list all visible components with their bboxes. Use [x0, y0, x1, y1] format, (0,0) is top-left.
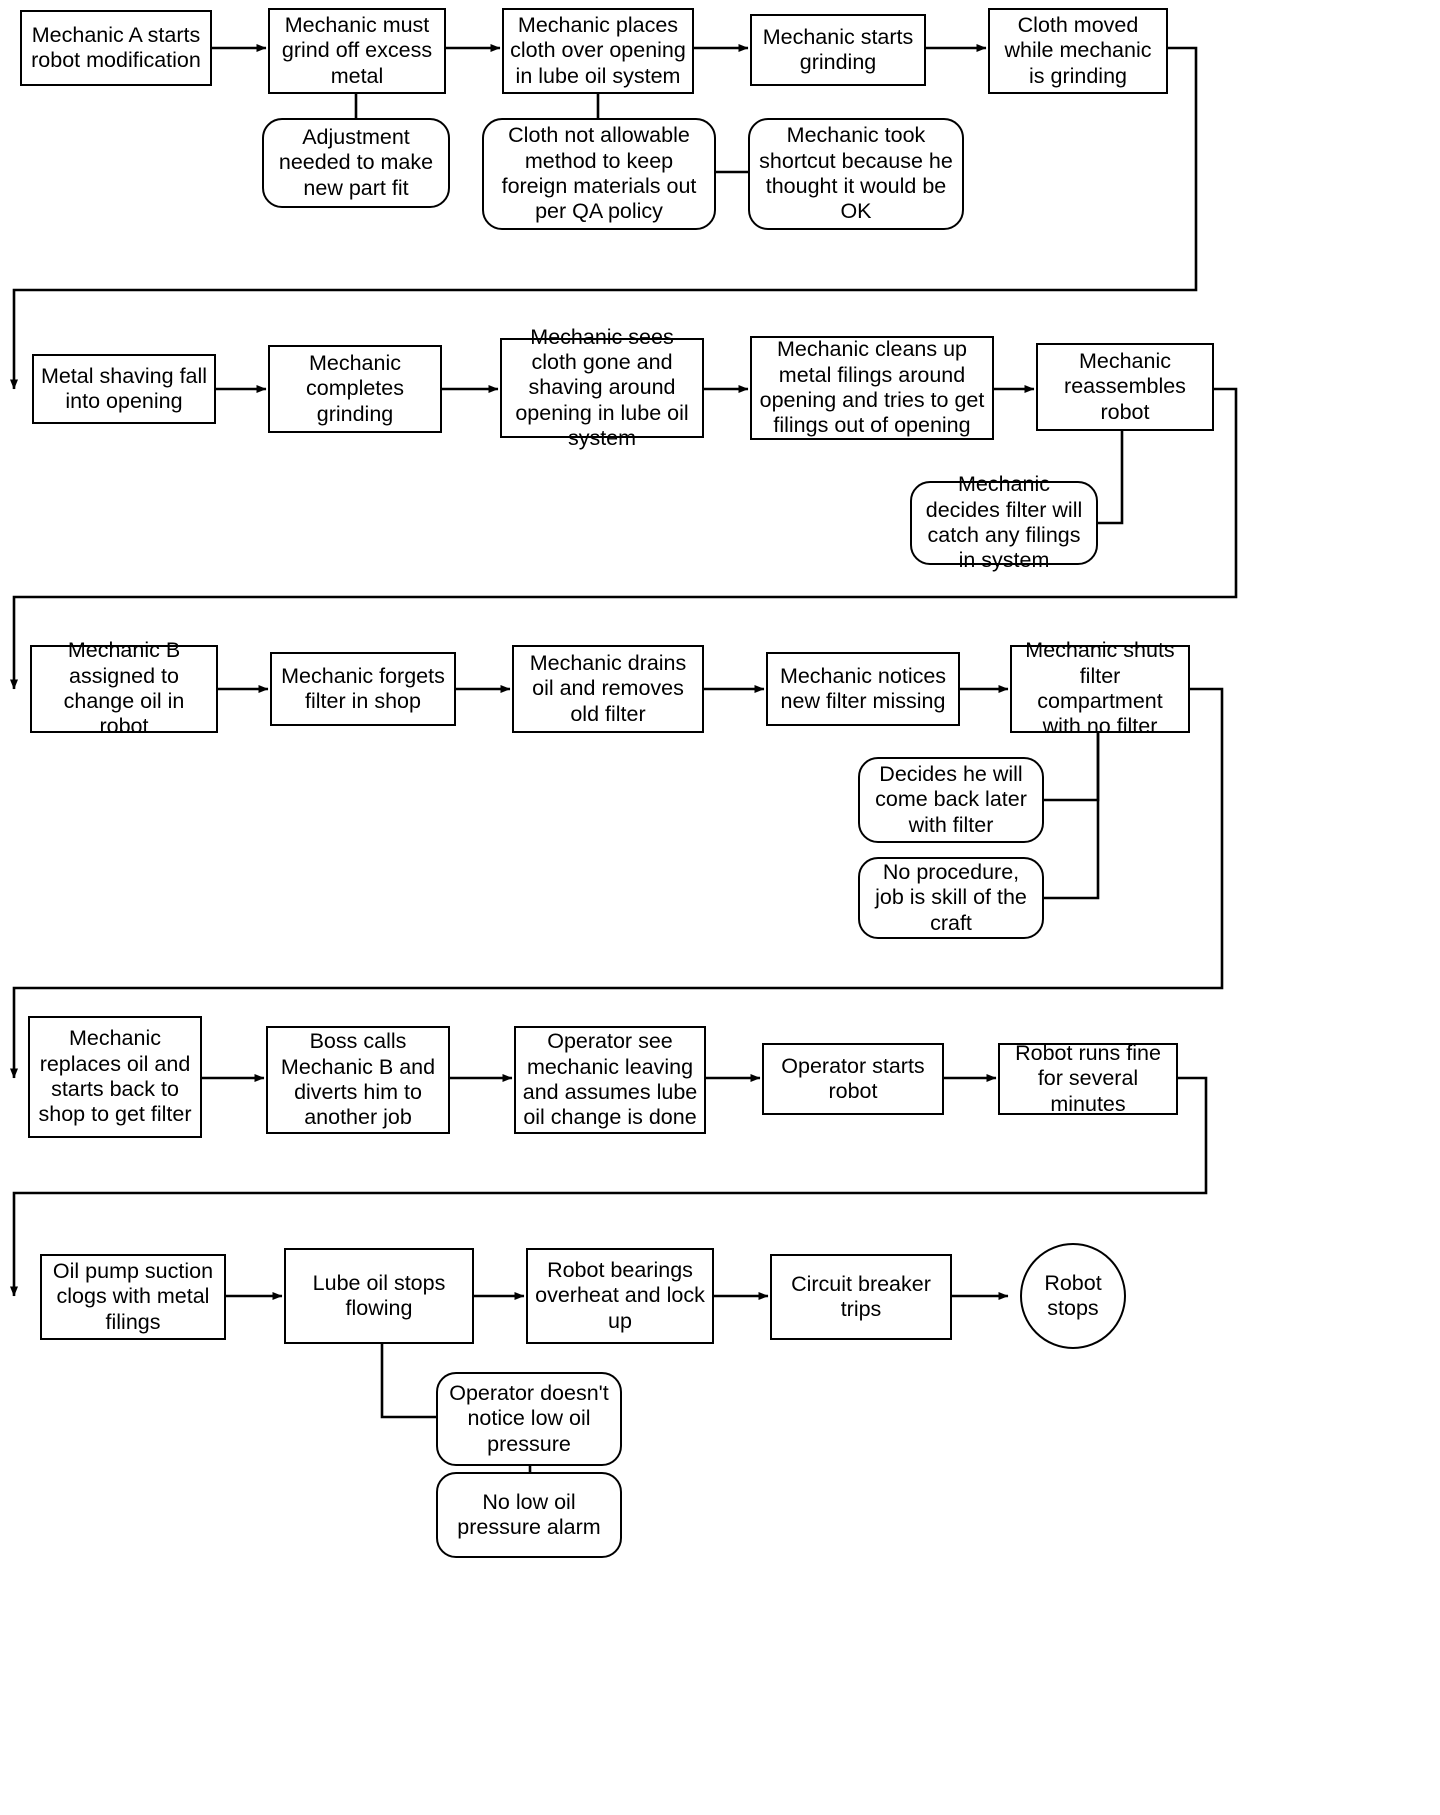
event-label: Mechanic drains oil and removes old filt… — [529, 650, 687, 726]
terminator-box[interactable]: Robot stops — [1020, 1243, 1126, 1349]
event-label: Robot bearings overheat and lock up — [535, 1257, 705, 1333]
event-box[interactable]: Operator starts robot — [762, 1043, 944, 1115]
condition-label: Cloth not allowable method to keep forei… — [501, 123, 697, 224]
event-box[interactable]: Mechanic B assigned to change oil in rob… — [30, 638, 218, 738]
condition-box[interactable]: Mechanic decides filter will catch any f… — [910, 472, 1098, 572]
event-label: Operator see mechanic leaving and assume… — [522, 1029, 698, 1130]
event-box[interactable]: Mechanic replaces oil and starts back to… — [28, 1016, 202, 1138]
condition-label: Operator doesn't notice low oil pressure — [449, 1380, 609, 1456]
event-box[interactable]: Mechanic must grind off excess metal — [268, 8, 446, 94]
event-label: Mechanic shuts filter compartment with n… — [1025, 638, 1175, 739]
event-label: Lube oil stops flowing — [312, 1270, 446, 1320]
condition-box[interactable]: Adjustment needed to make new part fit — [262, 118, 450, 208]
event-box[interactable]: Metal shaving fall into opening — [32, 354, 216, 424]
event-box[interactable]: Circuit breaker trips — [770, 1254, 952, 1340]
event-label: Mechanic must grind off excess metal — [281, 12, 433, 88]
event-label: Robot runs fine for several minutes — [1015, 1040, 1161, 1116]
condition-label: Mechanic took shortcut because he though… — [759, 123, 953, 224]
condition-box[interactable]: No procedure, job is skill of the craft — [858, 857, 1044, 939]
event-box[interactable]: Mechanic sees cloth gone and shaving aro… — [500, 325, 704, 450]
event-box[interactable]: Operator see mechanic leaving and assume… — [514, 1026, 706, 1134]
condition-box[interactable]: Decides he will come back later with fil… — [858, 757, 1044, 843]
event-label: Mechanic replaces oil and starts back to… — [38, 1026, 192, 1127]
condition-label: No procedure, job is skill of the craft — [875, 859, 1027, 935]
event-label: Mechanic sees cloth gone and shaving aro… — [515, 324, 689, 451]
condition-label: No low oil pressure alarm — [457, 1489, 601, 1539]
event-box[interactable]: Mechanic A starts robot modification — [20, 10, 212, 86]
event-label: Mechanic starts grinding — [762, 24, 914, 74]
event-label: Boss calls Mechanic B and diverts him to… — [280, 1029, 436, 1130]
event-label: Mechanic B assigned to change oil in rob… — [63, 638, 185, 739]
event-box[interactable]: Boss calls Mechanic B and diverts him to… — [266, 1026, 450, 1134]
event-box[interactable]: Cloth moved while mechanic is grinding — [988, 8, 1168, 94]
event-box[interactable]: Mechanic places cloth over opening in lu… — [502, 8, 694, 94]
event-label: Oil pump suction clogs with metal filing… — [52, 1258, 214, 1334]
condition-box[interactable]: Cloth not allowable method to keep forei… — [482, 118, 716, 230]
event-box[interactable]: Mechanic starts grinding — [750, 14, 926, 86]
event-label: Mechanic notices new filter missing — [779, 663, 947, 713]
terminator-label: Robot stops — [1044, 1270, 1102, 1320]
event-box[interactable]: Lube oil stops flowing — [284, 1248, 474, 1344]
event-label: Mechanic completes grinding — [306, 350, 404, 426]
event-box[interactable]: Mechanic forgets filter in shop — [270, 652, 456, 726]
event-box[interactable]: Oil pump suction clogs with metal filing… — [40, 1254, 226, 1340]
condition-box[interactable]: Mechanic took shortcut because he though… — [748, 118, 964, 230]
event-box[interactable]: Robot bearings overheat and lock up — [526, 1248, 714, 1344]
event-label: Mechanic cleans up metal filings around … — [759, 337, 985, 438]
event-label: Cloth moved while mechanic is grinding — [1004, 12, 1152, 88]
event-label: Metal shaving fall into opening — [40, 363, 208, 413]
event-label: Mechanic reassembles robot — [1064, 348, 1186, 424]
event-box[interactable]: Mechanic reassembles robot — [1036, 343, 1214, 431]
condition-box[interactable]: Operator doesn't notice low oil pressure — [436, 1372, 622, 1466]
event-box[interactable]: Mechanic cleans up metal filings around … — [750, 336, 994, 440]
event-box[interactable]: Mechanic drains oil and removes old filt… — [512, 645, 704, 733]
event-label: Mechanic places cloth over opening in lu… — [510, 12, 686, 88]
event-box[interactable]: Robot runs fine for several minutes — [998, 1040, 1178, 1116]
event-box[interactable]: Mechanic notices new filter missing — [766, 652, 960, 726]
event-box[interactable]: Mechanic completes grinding — [268, 345, 442, 433]
event-box[interactable]: Mechanic shuts filter compartment with n… — [1010, 638, 1190, 738]
condition-label: Mechanic decides filter will catch any f… — [925, 472, 1083, 573]
condition-label: Adjustment needed to make new part fit — [278, 124, 434, 200]
event-label: Circuit breaker trips — [791, 1271, 931, 1321]
event-label: Mechanic forgets filter in shop — [281, 663, 445, 713]
condition-box[interactable]: No low oil pressure alarm — [436, 1472, 622, 1558]
event-label: Operator starts robot — [781, 1053, 925, 1103]
condition-label: Decides he will come back later with fil… — [875, 761, 1027, 837]
event-label: Mechanic A starts robot modification — [31, 22, 201, 72]
